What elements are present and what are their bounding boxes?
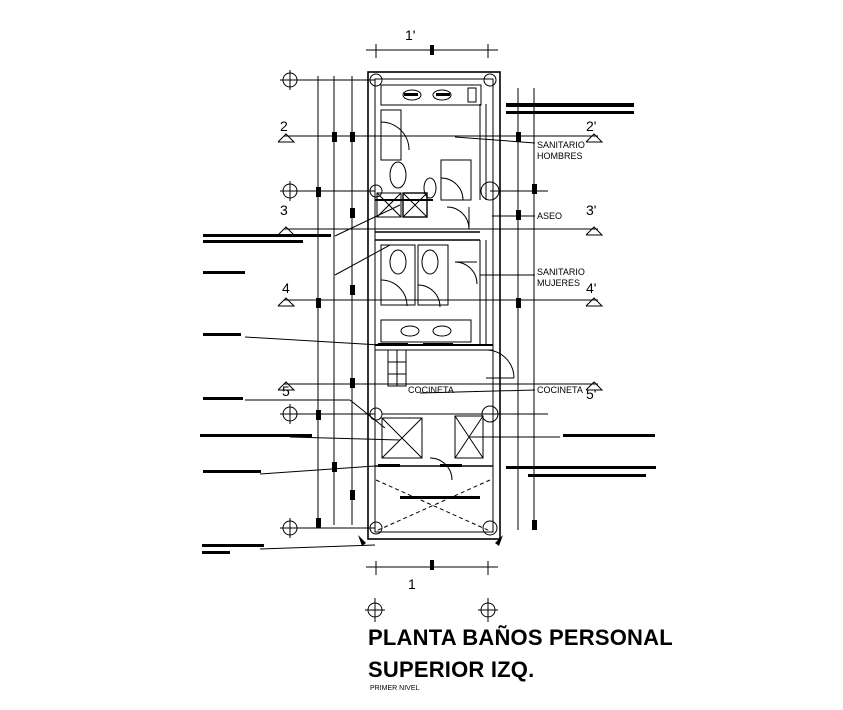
drawing-title-line2: SUPERIOR IZQ.	[368, 657, 535, 682]
axis-label-row4-left: 4	[282, 280, 290, 296]
room-label-sanitario-mujeres-1: SANITARIO	[537, 267, 585, 277]
axis-label-row3-left: 3	[280, 202, 288, 218]
room-label-cocineta-left: COCINETA	[408, 385, 454, 395]
room-label-sanitario-mujeres-2: MUJERES	[537, 278, 580, 288]
room-label-sanitario-hombres-1: SANITARIO	[537, 140, 585, 150]
axis-label-row2-right: 2'	[586, 118, 596, 134]
axis-label-bottom: 1	[408, 576, 416, 592]
drawing-title-line1: PLANTA BAÑOS PERSONAL	[368, 625, 673, 650]
room-label-aseo: ASEO	[537, 211, 562, 221]
axis-label-row5-right: 5'	[586, 386, 596, 402]
axis-label-row3-right: 3'	[586, 202, 596, 218]
axis-label-top: 1'	[405, 27, 415, 43]
drawing-subtitle: PRIMER NIVEL	[370, 685, 420, 692]
room-label-sanitario-hombres-2: HOMBRES	[537, 151, 583, 161]
axis-label-row2-left: 2	[280, 118, 288, 134]
room-label-cocineta-right: COCINETA	[537, 385, 583, 395]
axis-label-row5-left: 5	[282, 383, 290, 399]
axis-label-row4-right: 4'	[586, 280, 596, 296]
